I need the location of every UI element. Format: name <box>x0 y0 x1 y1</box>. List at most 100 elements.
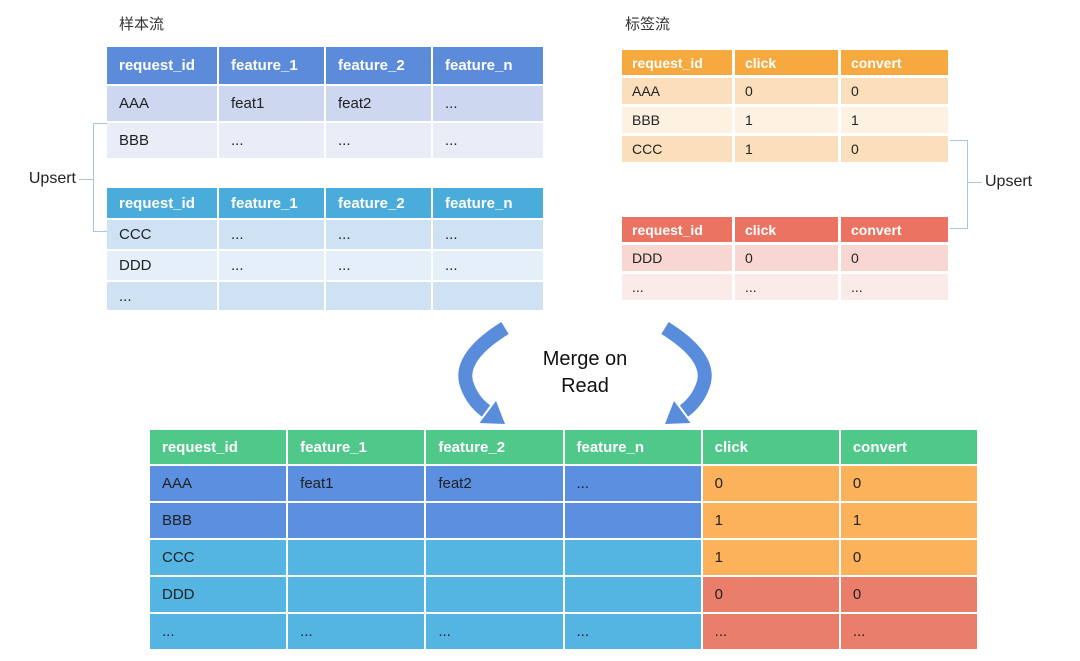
table-cell: ... <box>564 614 701 649</box>
table-cell <box>219 282 324 310</box>
table-cell: feat2 <box>326 86 431 121</box>
table-cell <box>426 540 563 575</box>
table-cell: BBB <box>150 503 287 538</box>
upsert-label-right: Upsert <box>985 173 1033 190</box>
sample-stream-title: 样本流 <box>119 16 165 33</box>
header-cell: request_id <box>622 50 732 75</box>
merge-arrows-icon <box>458 322 712 424</box>
header-cell: feature_1 <box>219 47 324 84</box>
header-cell: feature_1 <box>219 188 324 218</box>
table-cell: 0 <box>841 245 948 271</box>
header-cell: feature_n <box>433 188 543 218</box>
header-cell: request_id <box>107 188 217 218</box>
header-cell: feature_2 <box>426 430 563 464</box>
header-cell: request_id <box>107 47 217 84</box>
table-cell: feat2 <box>426 466 563 501</box>
table-cell: 0 <box>840 577 977 612</box>
table-cell: DDD <box>622 245 732 271</box>
table-cell: 1 <box>702 540 839 575</box>
merged-table: request_id feature_1 feature_2 feature_n… <box>150 430 977 649</box>
merge-label-line2: Read <box>561 375 609 397</box>
upsert-bracket-right <box>950 140 968 229</box>
table-cell: 1 <box>735 136 838 162</box>
table-cell: 0 <box>840 466 977 501</box>
table-cell: ... <box>326 123 431 158</box>
upsert-label-left: Upsert <box>28 170 76 187</box>
header-cell: click <box>735 50 838 75</box>
merge-arrow-left-icon <box>458 322 509 417</box>
table-cell: 0 <box>841 78 948 104</box>
label-table-1: request_id click convert AAA 0 0 BBB 1 1… <box>622 50 948 162</box>
table-cell: ... <box>433 123 543 158</box>
table-cell: DDD <box>150 577 287 612</box>
upsert-bracket-left-tick <box>79 179 94 180</box>
table-cell: ... <box>564 466 701 501</box>
header-cell: click <box>702 430 839 464</box>
table-cell <box>433 282 543 310</box>
table-cell <box>288 540 425 575</box>
table-cell: 0 <box>702 577 839 612</box>
label-table-2: request_id click convert DDD 0 0 ... ...… <box>622 217 948 300</box>
header-cell: feature_2 <box>326 188 431 218</box>
table-cell: 1 <box>840 503 977 538</box>
merge-arrow-right-icon <box>661 322 712 417</box>
table-cell: 1 <box>735 107 838 133</box>
header-cell: feature_1 <box>288 430 425 464</box>
table-cell: DDD <box>107 251 217 280</box>
table-cell <box>288 577 425 612</box>
sample-table-1: request_id feature_1 feature_2 feature_n… <box>107 47 543 158</box>
table-cell: ... <box>735 274 838 300</box>
header-cell: convert <box>840 430 977 464</box>
header-cell: convert <box>841 217 948 242</box>
table-cell: 0 <box>841 136 948 162</box>
table-cell <box>564 540 701 575</box>
table-cell: ... <box>219 251 324 280</box>
label-stream-title: 标签流 <box>625 16 671 33</box>
table-cell: ... <box>433 251 543 280</box>
table-cell: AAA <box>622 78 732 104</box>
merge-label-line1: Merge on <box>542 348 628 370</box>
merge-arrow-left-head-icon <box>479 401 505 424</box>
table-cell: ... <box>426 614 563 649</box>
table-cell: ... <box>219 220 324 249</box>
table-cell: ... <box>433 220 543 249</box>
header-cell: click <box>735 217 838 242</box>
header-cell: request_id <box>150 430 287 464</box>
table-cell <box>288 503 425 538</box>
table-cell: 0 <box>840 540 977 575</box>
table-cell: ... <box>702 614 839 649</box>
table-cell: ... <box>150 614 287 649</box>
merge-arrow-right-head-icon <box>665 401 691 424</box>
table-cell <box>326 282 431 310</box>
table-cell: ... <box>840 614 977 649</box>
table-cell: ... <box>326 220 431 249</box>
table-cell: 0 <box>702 466 839 501</box>
sample-table-2: request_id feature_1 feature_2 feature_n… <box>107 188 543 310</box>
table-cell: ... <box>622 274 732 300</box>
table-cell: CCC <box>622 136 732 162</box>
table-cell: ... <box>288 614 425 649</box>
table-cell: BBB <box>107 123 217 158</box>
header-cell: feature_2 <box>326 47 431 84</box>
table-cell: 1 <box>841 107 948 133</box>
table-cell: ... <box>219 123 324 158</box>
table-cell: 0 <box>735 78 838 104</box>
table-cell: ... <box>841 274 948 300</box>
table-cell <box>564 503 701 538</box>
table-cell: BBB <box>622 107 732 133</box>
header-cell: feature_n <box>564 430 701 464</box>
table-cell: 0 <box>735 245 838 271</box>
table-cell: ... <box>326 251 431 280</box>
table-cell: CCC <box>150 540 287 575</box>
header-cell: feature_n <box>433 47 543 84</box>
table-cell: 1 <box>702 503 839 538</box>
merge-on-read-label: Merge on Read <box>495 346 675 400</box>
header-cell: request_id <box>622 217 732 242</box>
table-cell: feat1 <box>219 86 324 121</box>
table-cell: ... <box>107 282 217 310</box>
table-cell <box>426 577 563 612</box>
upsert-bracket-left <box>93 123 107 232</box>
table-cell: ... <box>433 86 543 121</box>
table-cell: AAA <box>107 86 217 121</box>
